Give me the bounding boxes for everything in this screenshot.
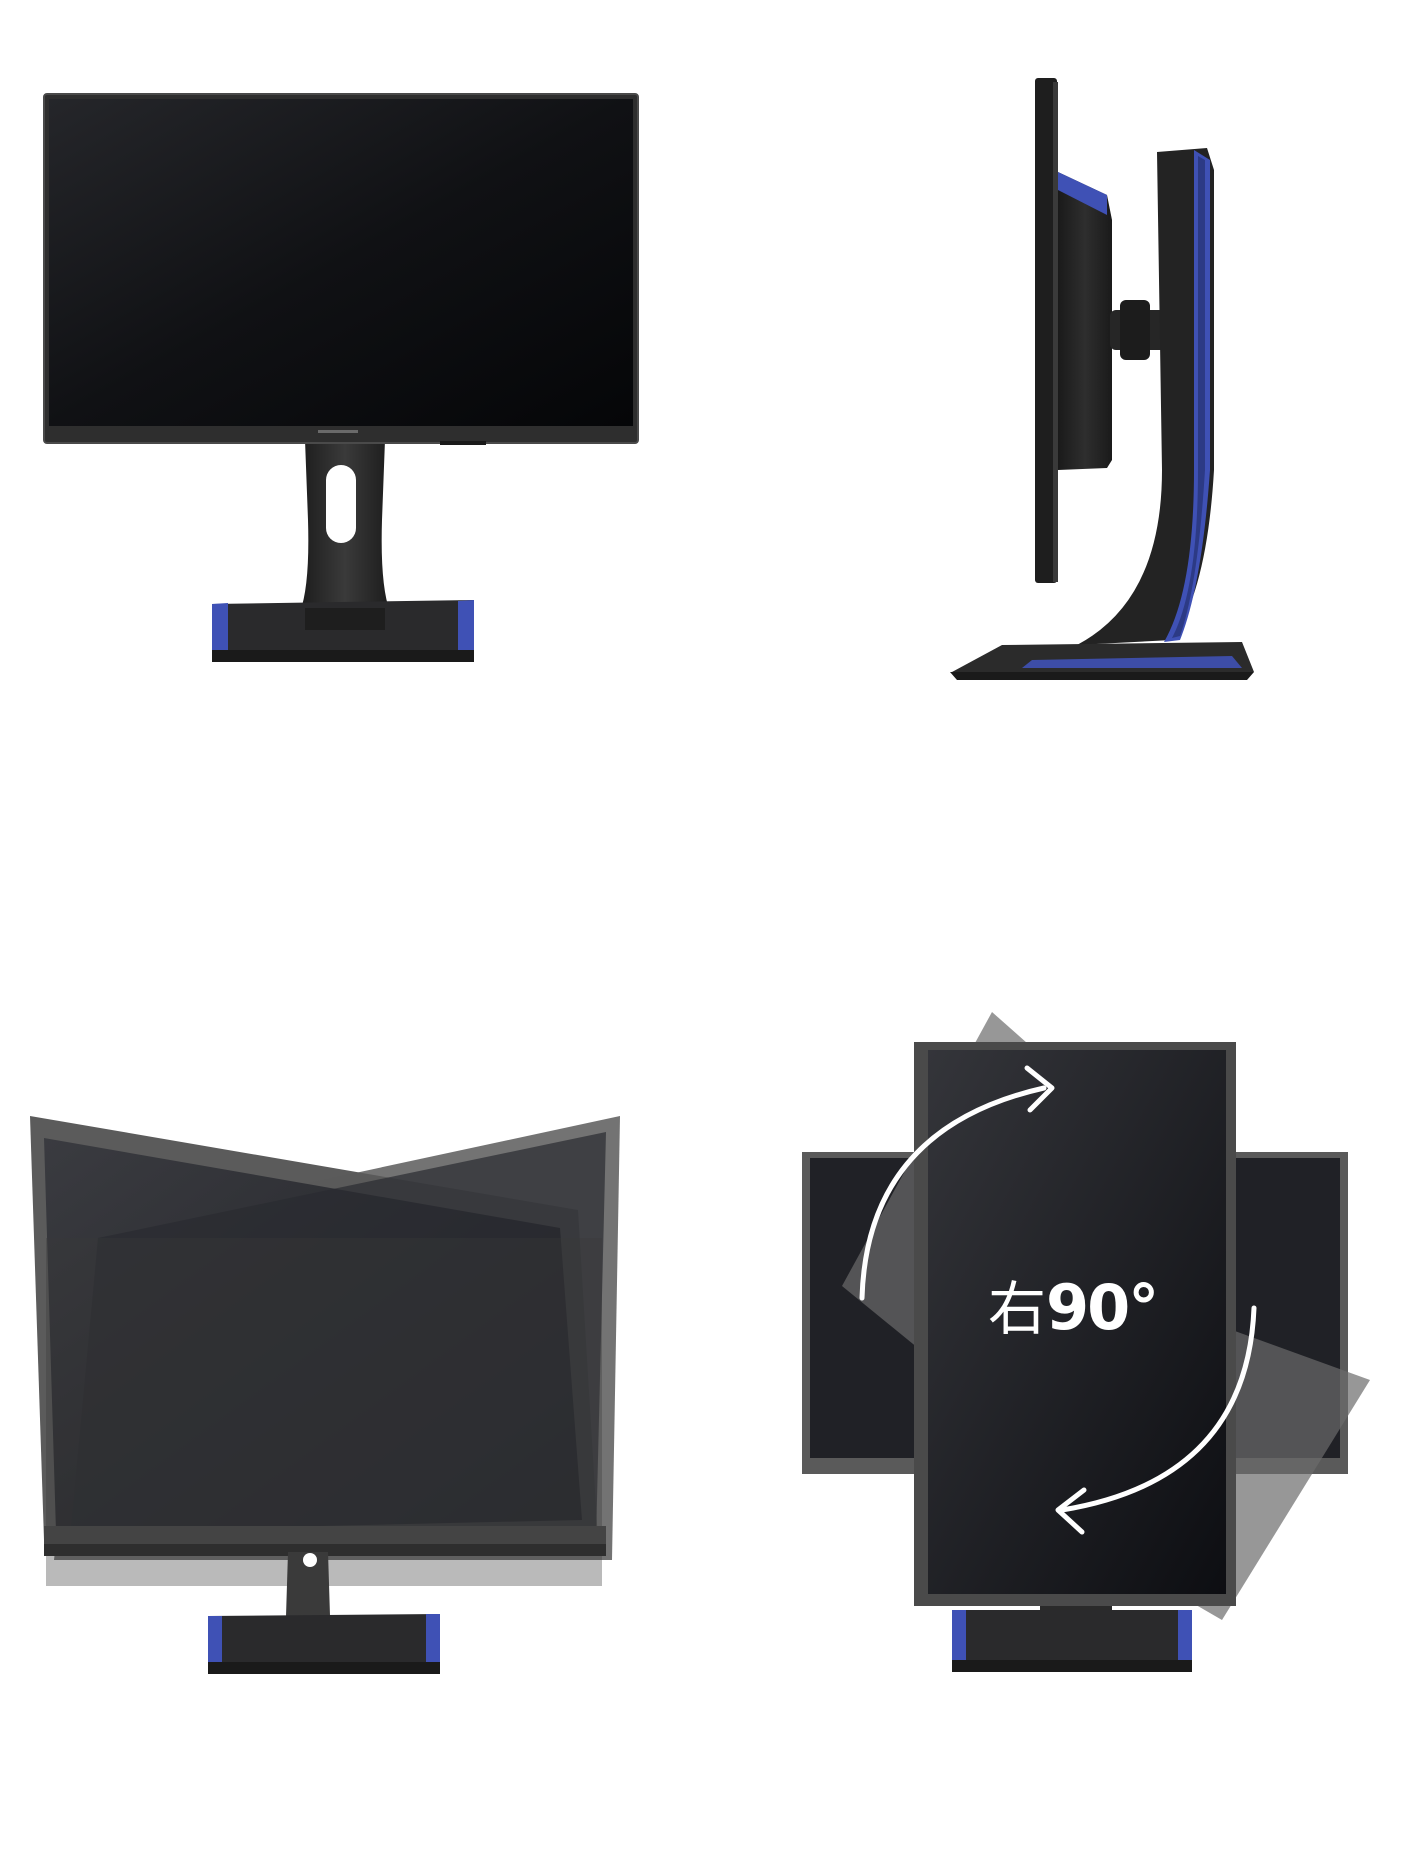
rotation-direction: 右 [988, 1275, 1047, 1343]
rotate-arrow-top [859, 1085, 1047, 1301]
monitor-swivel-view [0, 960, 702, 1760]
cable-hole [326, 465, 356, 543]
rotate-arrow-bottom [1059, 1305, 1257, 1513]
monitor-pivot-view: 右90° [702, 960, 1404, 1760]
monitor-side-view [702, 0, 1404, 780]
rotation-label: 右90° [988, 1277, 1159, 1339]
rotation-angle: 90° [1046, 1271, 1159, 1344]
monitor-front-view [0, 0, 702, 780]
